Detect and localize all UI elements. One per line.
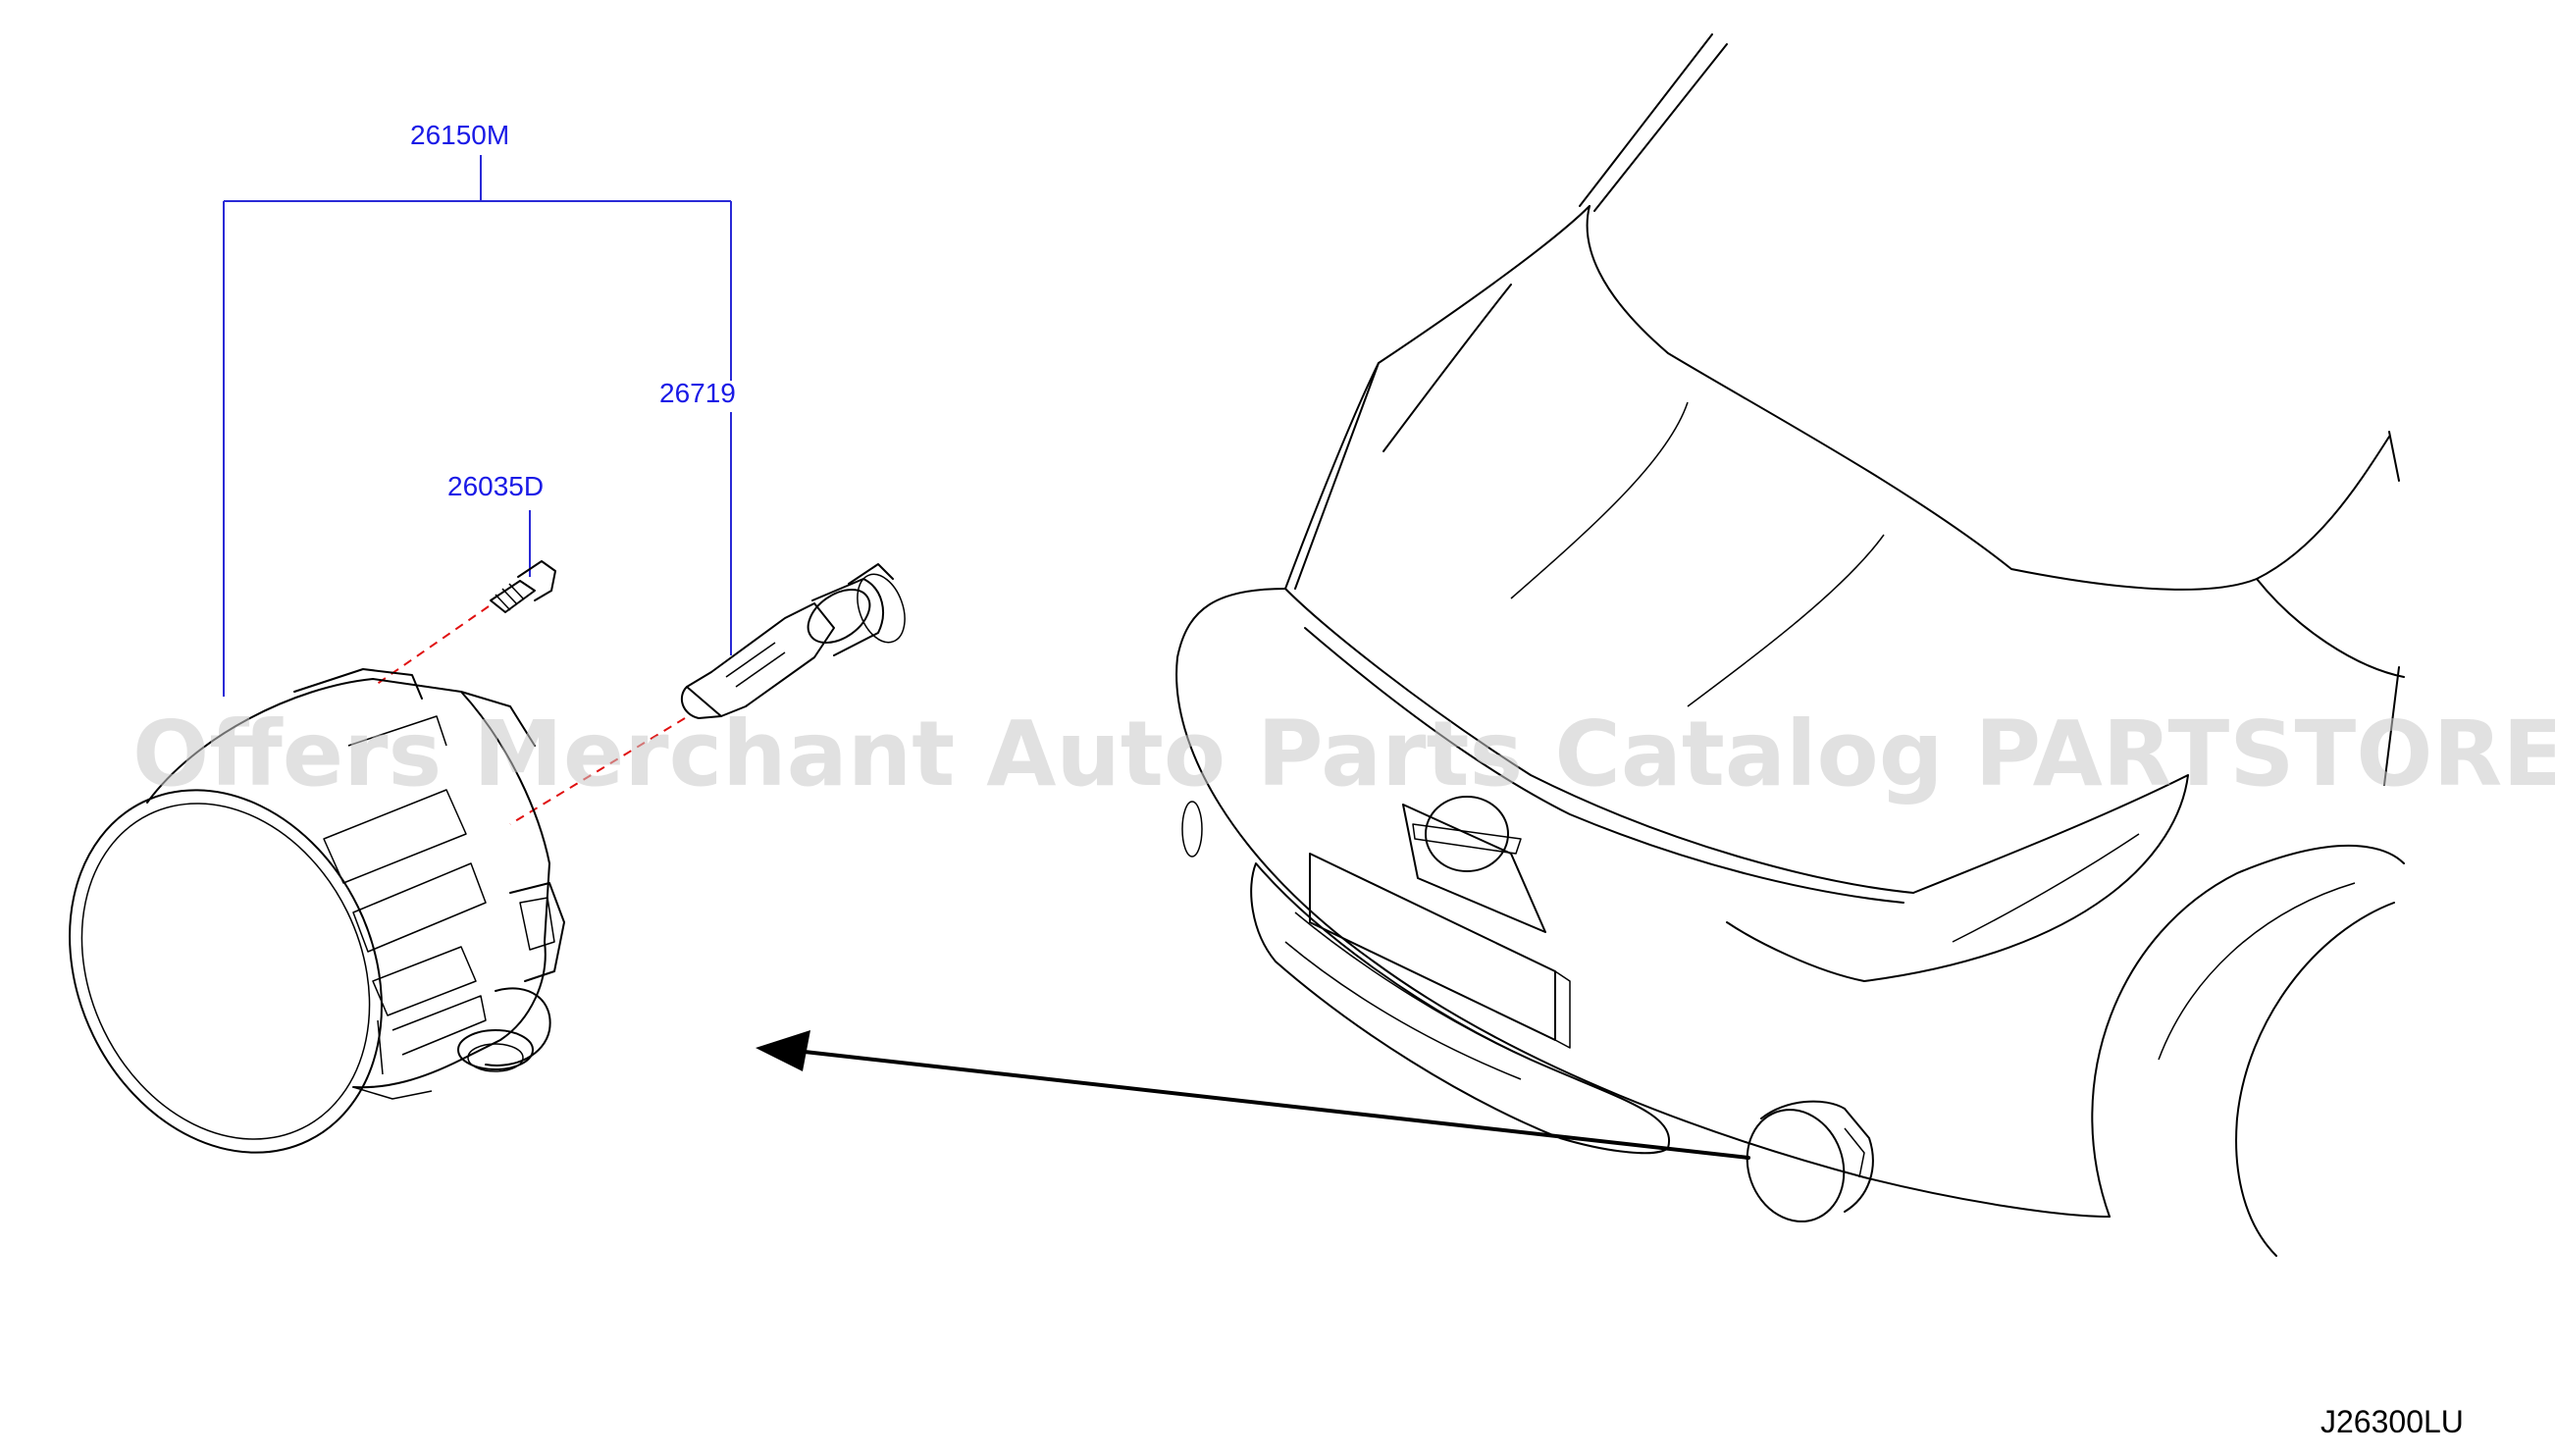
diagram-code: J26300LU <box>2320 1404 2464 1439</box>
location-arrow <box>756 1030 1750 1160</box>
part-label-26035d[interactable]: 26035D <box>447 471 544 501</box>
bulb-26719 <box>680 563 906 719</box>
vehicle-front-outline <box>1175 33 2405 1257</box>
watermark: Offers Merchant Auto Parts Catalog PARTS… <box>132 702 2555 806</box>
part-label-26719[interactable]: 26719 <box>659 378 736 408</box>
leader-lines <box>223 155 732 697</box>
screw-26035d <box>490 560 556 613</box>
fog-lamp-assembly <box>69 668 565 1154</box>
part-label-26150m[interactable]: 26150M <box>410 120 509 150</box>
arrow-head-icon <box>756 1030 810 1071</box>
